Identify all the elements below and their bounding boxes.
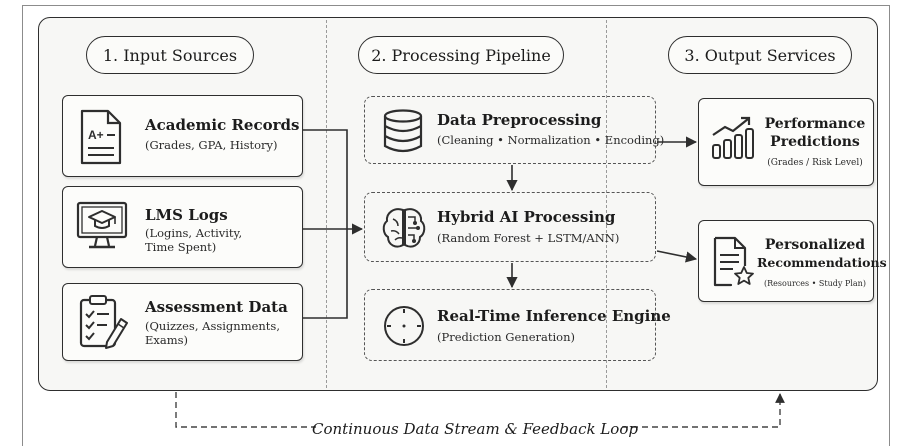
hybrid-to-recommendations-arrow	[656, 250, 698, 263]
bar-chart-trend-icon	[712, 116, 754, 159]
performance-title-line-2: Predictions	[770, 134, 860, 150]
lms-logs-detail-line-2: Time Spent)	[145, 240, 217, 254]
input-bus-connector	[303, 129, 348, 319]
lms-logs-detail-line-1: (Logins, Activity,	[145, 226, 243, 240]
assessment-data-detail-line-2: Exams)	[145, 333, 189, 347]
input-academic-records: A+ Academic Records (Grades, GPA, Histor…	[62, 95, 303, 177]
step-hybrid-ai-processing: Hybrid AI Processing (Random Forest + LS…	[364, 192, 656, 262]
feedback-loop-right-path	[622, 393, 785, 428]
column-divider-1	[326, 20, 327, 388]
checklist-pencil-icon	[79, 295, 128, 349]
step-data-preprocessing: Data Preprocessing (Cleaning • Normaliza…	[364, 96, 664, 164]
column-header-input: 1. Input Sources	[86, 36, 254, 74]
grade-document-icon: A+	[80, 109, 122, 165]
document-star-icon	[713, 236, 754, 287]
input-lms-logs: LMS Logs (Logins, Activity, Time Spent)	[62, 186, 303, 268]
recommendations-detail: (Resources • Study Plan)	[764, 279, 866, 288]
outer-frame	[22, 5, 890, 446]
academic-records-detail: (Grades, GPA, History)	[145, 138, 278, 152]
crosshair-icon	[384, 306, 424, 346]
output-personalized-recommendations: Personalized Recommendations (Resources …	[698, 220, 887, 302]
inference-engine-detail: (Prediction Generation)	[437, 330, 575, 344]
academic-records-title: Academic Records	[145, 116, 300, 134]
database-icon	[383, 109, 423, 153]
inference-engine-title: Real-Time Inference Engine	[437, 307, 671, 325]
data-preprocessing-detail: (Cleaning • Normalization • Encoding)	[437, 133, 665, 147]
recommendations-title-line-1: Personalized	[764, 237, 866, 253]
hybrid-ai-detail: (Random Forest + LSTM/ANN)	[437, 231, 620, 245]
grade-icon-text: A+	[88, 128, 104, 142]
output-performance-predictions: Performance Predictions (Grades / Risk L…	[698, 98, 874, 186]
assessment-data-detail-line-1: (Quizzes, Assignments,	[145, 319, 280, 333]
recommendations-title-line-2: Recommendations	[757, 255, 887, 270]
assessment-data-title: Assessment Data	[145, 298, 288, 316]
monitor-graduation-cap-icon	[76, 201, 128, 249]
column-header-output: 3. Output Services	[668, 36, 852, 74]
brain-circuit-icon	[382, 208, 426, 248]
data-preprocessing-title: Data Preprocessing	[437, 111, 602, 129]
performance-title-line-1: Performance	[764, 116, 866, 132]
column-divider-2	[606, 20, 607, 388]
input-assessment-data: Assessment Data (Quizzes, Assignments, E…	[62, 283, 303, 361]
column-header-processing: 2. Processing Pipeline	[358, 36, 564, 74]
lms-logs-title: LMS Logs	[145, 206, 228, 224]
performance-detail: (Grades / Risk Level)	[767, 158, 863, 168]
step-real-time-inference: Real-Time Inference Engine (Prediction G…	[364, 289, 671, 361]
hybrid-ai-title: Hybrid AI Processing	[437, 208, 616, 226]
feedback-loop-left-path	[175, 392, 316, 428]
feedback-loop-label: Continuous Data Stream & Feedback Loop	[312, 420, 638, 438]
